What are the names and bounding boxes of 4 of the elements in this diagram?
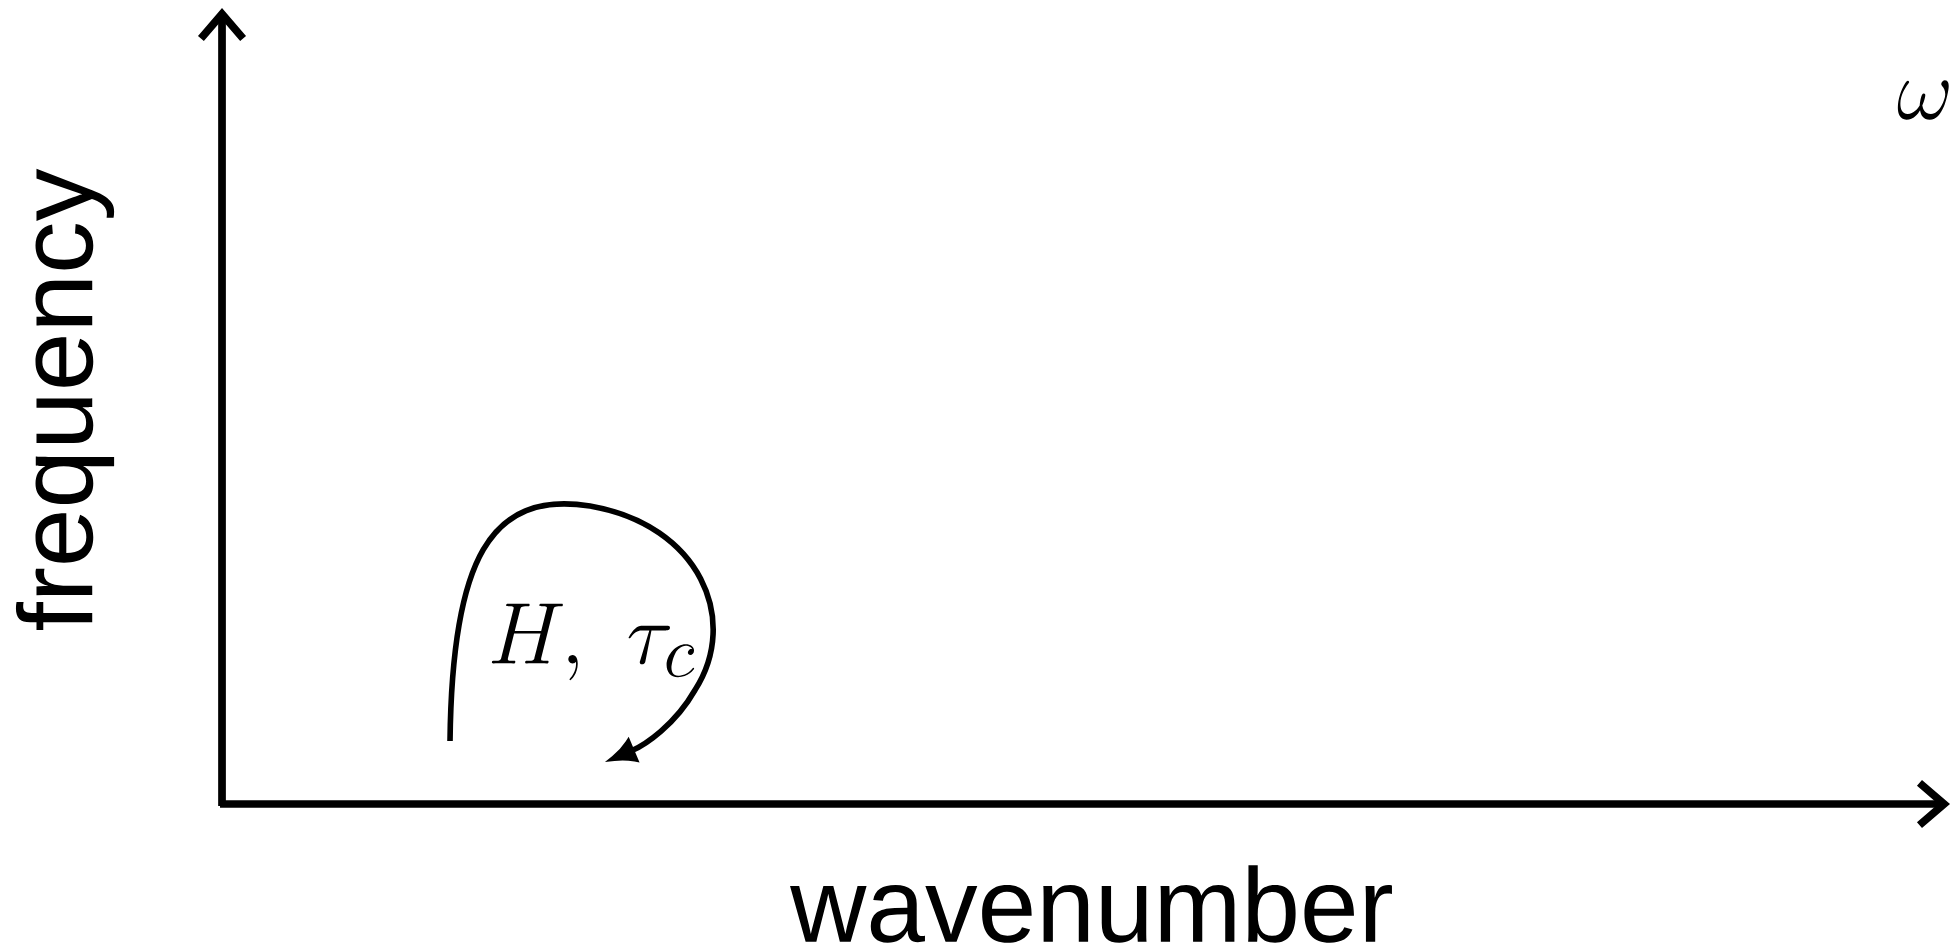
- parameter-label: $H,\ \tau_c$: [491, 603, 695, 681]
- variable-label: $\omega$: [1897, 80, 1949, 120]
- axis-label: wavenumber: [790, 865, 1392, 943]
- axis-label: frequency: [15, 168, 115, 631]
